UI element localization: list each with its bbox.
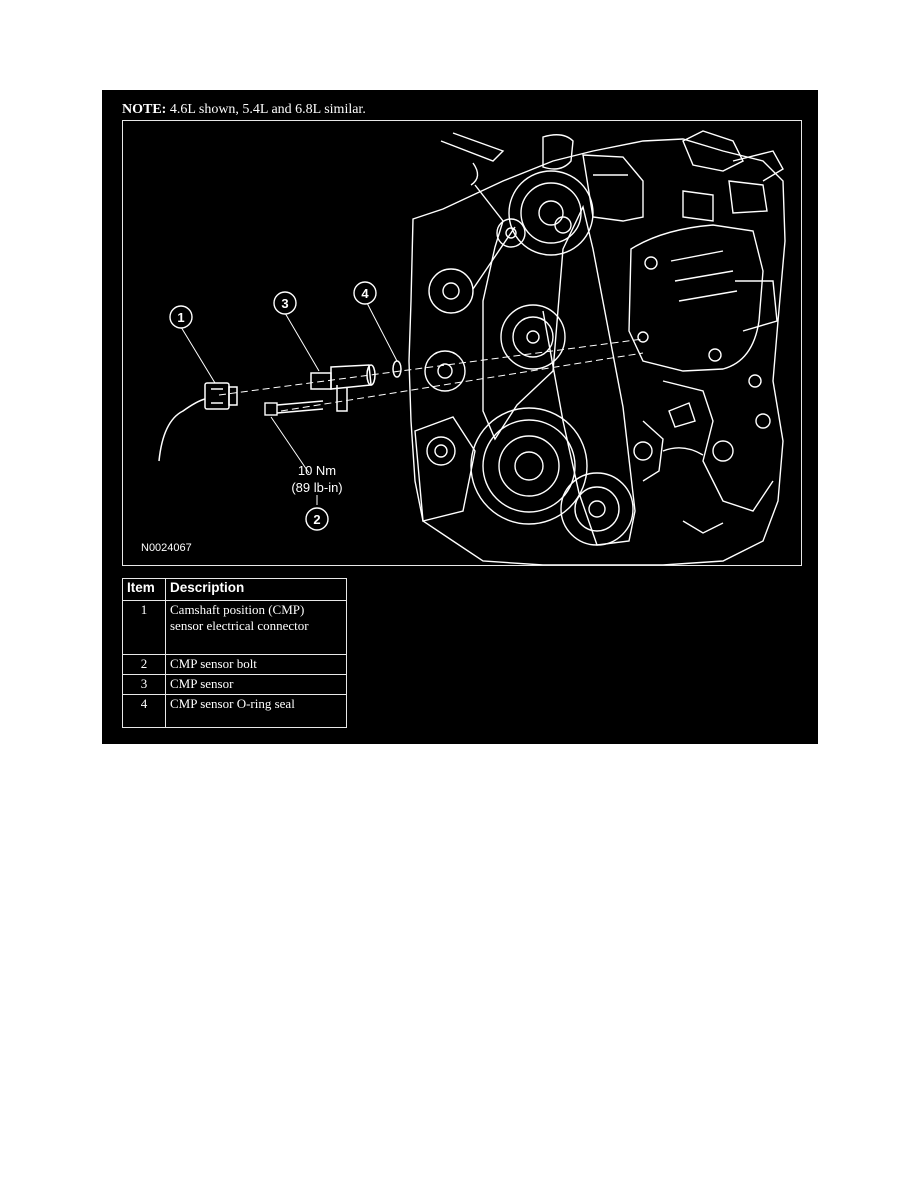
note-text: 4.6L shown, 5.4L and 6.8L similar.	[169, 102, 366, 117]
engine-drawing: 1 3 4 2 10 Nm (89 lb-in) N0024067	[123, 121, 801, 565]
description-line: sensor electrical connector	[170, 618, 309, 633]
callout-3: 3	[273, 291, 297, 315]
engine-illustration: 1 3 4 2 10 Nm (89 lb-in) N0024067	[122, 120, 802, 566]
svg-text:1: 1	[177, 310, 184, 325]
engine-block	[408, 130, 786, 565]
leader-lines	[180, 302, 398, 505]
callout-4: 4	[353, 281, 377, 305]
svg-text:3: 3	[281, 296, 288, 311]
note-label: NOTE:	[122, 102, 167, 117]
table-header-row: Item Description	[122, 578, 347, 601]
item-number: 1	[122, 600, 166, 655]
item-number: 2	[122, 654, 166, 675]
cmp-connector	[158, 382, 238, 462]
cmp-bolt	[264, 400, 324, 416]
table-row: 3 CMP sensor	[122, 674, 347, 695]
alignment-lines	[218, 338, 644, 412]
svg-text:4: 4	[361, 286, 369, 301]
table-row: 1 Camshaft position (CMP) sensor electri…	[122, 600, 347, 655]
figure-id: N0024067	[141, 542, 192, 554]
svg-text:2: 2	[313, 512, 320, 527]
item-number: 3	[122, 674, 166, 695]
callout-1: 1	[169, 305, 193, 329]
torque-nm: 10 Nm	[298, 463, 336, 478]
table-row: 2 CMP sensor bolt	[122, 654, 347, 675]
item-description: CMP sensor bolt	[165, 654, 347, 675]
item-description: CMP sensor	[165, 674, 347, 695]
item-number: 4	[122, 694, 166, 728]
item-description: Camshaft position (CMP) sensor electrica…	[165, 600, 347, 655]
item-header: Item	[122, 578, 166, 601]
description-header: Description	[165, 578, 347, 601]
note-line: NOTE: 4.6L shown, 5.4L and 6.8L similar.	[122, 102, 366, 118]
description-line: Camshaft position (CMP)	[170, 602, 305, 617]
cmp-sensor	[310, 364, 376, 412]
table-row: 4 CMP sensor O-ring seal	[122, 694, 347, 728]
callout-2: 2	[305, 507, 329, 531]
torque-lbin: (89 lb-in)	[291, 480, 342, 495]
parts-table: Item Description 1 Camshaft position (CM…	[122, 578, 347, 728]
item-description: CMP sensor O-ring seal	[165, 694, 347, 728]
